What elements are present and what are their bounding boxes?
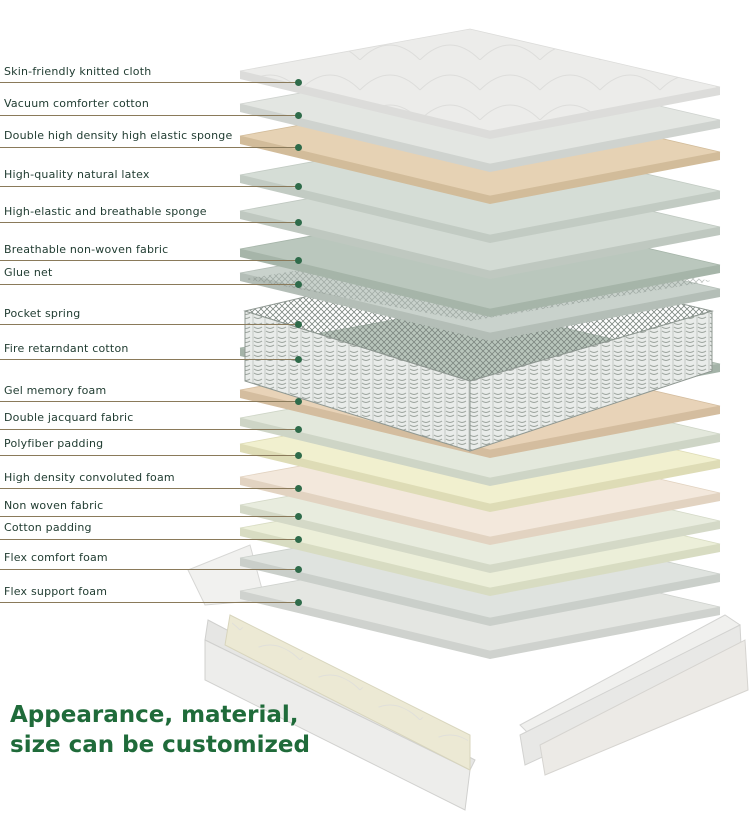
- leader-line: [0, 455, 298, 456]
- layer-label: Pocket spring: [4, 307, 81, 320]
- layer-label: High-elastic and breathable sponge: [4, 205, 207, 218]
- leader-line: [0, 260, 298, 261]
- layer-label: Glue net: [4, 266, 53, 279]
- leader-dot: [295, 219, 302, 226]
- leader-dot: [295, 485, 302, 492]
- layer-label: Skin-friendly knitted cloth: [4, 65, 152, 78]
- layer-label: Non woven fabric: [4, 499, 104, 512]
- leader-dot: [295, 112, 302, 119]
- leader-dot: [295, 426, 302, 433]
- layer-1: [239, 28, 721, 139]
- leader-line: [0, 222, 298, 223]
- leader-dot: [295, 536, 302, 543]
- tagline-line-1: Appearance, material,: [10, 702, 299, 728]
- leader-line: [0, 324, 298, 325]
- leader-dot: [295, 144, 302, 151]
- leader-dot: [295, 257, 302, 264]
- layer-label: Flex comfort foam: [4, 551, 108, 564]
- leader-line: [0, 602, 298, 603]
- layer-label: Vacuum comforter cotton: [4, 97, 150, 110]
- layer-label: Flex support foam: [4, 585, 108, 598]
- layer-label: High density convoluted foam: [4, 471, 175, 484]
- tagline-line-2: size can be customized: [10, 732, 310, 758]
- layer-label: High-quality natural latex: [4, 168, 150, 181]
- leader-dot: [295, 183, 302, 190]
- leader-dot: [295, 281, 302, 288]
- layer-label: Gel memory foam: [4, 384, 107, 397]
- leader-line: [0, 516, 298, 517]
- leader-dot: [295, 356, 302, 363]
- leader-line: [0, 569, 298, 570]
- leader-line: [0, 115, 298, 116]
- layer-label: Double jacquard fabric: [4, 411, 134, 424]
- leader-line: [0, 82, 298, 83]
- leader-line: [0, 359, 298, 360]
- leader-dot: [295, 513, 302, 520]
- leader-line: [0, 284, 298, 285]
- layer-label: Double high density high elastic sponge: [4, 129, 233, 142]
- leader-line: [0, 401, 298, 402]
- leader-dot: [295, 566, 302, 573]
- leader-line: [0, 147, 298, 148]
- layer-label: Cotton padding: [4, 521, 92, 534]
- leader-line: [0, 488, 298, 489]
- leader-line: [0, 186, 298, 187]
- leader-dot: [295, 79, 302, 86]
- layer-label: Breathable non-woven fabric: [4, 243, 169, 256]
- side-panels: [187, 544, 749, 811]
- leader-dot: [295, 398, 302, 405]
- leader-dot: [295, 599, 302, 606]
- leader-dot: [295, 321, 302, 328]
- leader-dot: [295, 452, 302, 459]
- layer-label: Fire retarndant cotton: [4, 342, 129, 355]
- leader-line: [0, 539, 298, 540]
- leader-line: [0, 429, 298, 430]
- layer-label: Polyfiber padding: [4, 437, 104, 450]
